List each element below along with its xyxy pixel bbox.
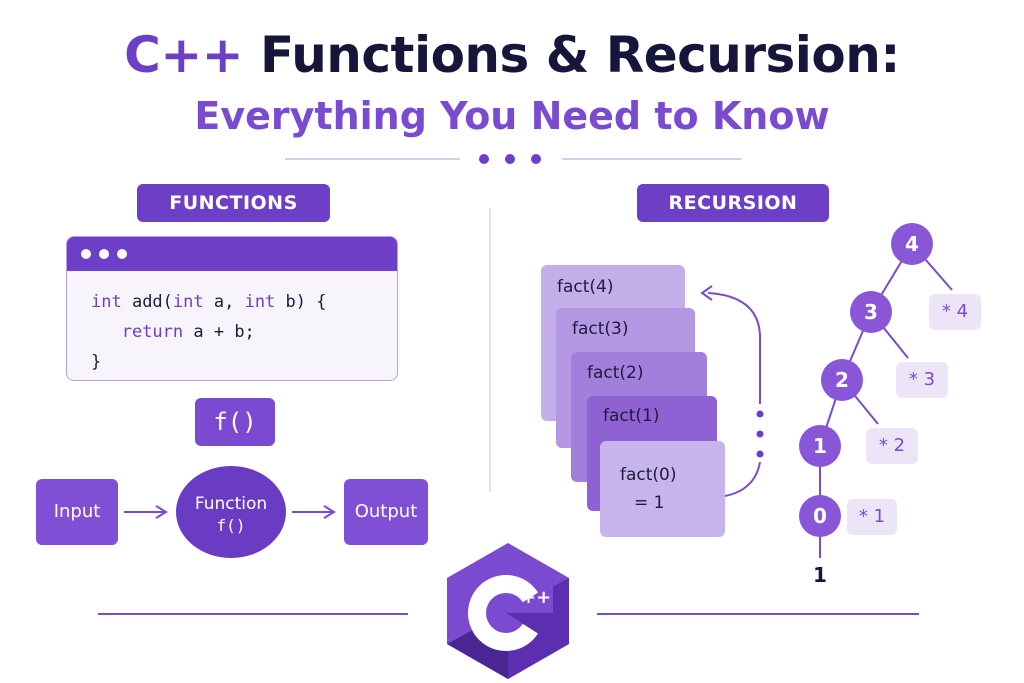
tree-node-1: 1 xyxy=(799,425,841,467)
flow-input-box: Input xyxy=(36,479,118,545)
flow-output-box: Output xyxy=(344,479,428,545)
tree-node-4: 4 xyxy=(891,223,933,265)
tree-result: 1 xyxy=(813,563,827,587)
page-title: C++ Functions & Recursion: xyxy=(0,26,1024,84)
title-accent: C++ xyxy=(124,26,244,84)
flow-function-node: Function f() xyxy=(176,466,286,558)
page-subtitle: Everything You Need to Know xyxy=(194,94,830,138)
tree-node-3: 3 xyxy=(850,291,892,333)
window-dot-icon xyxy=(117,249,127,259)
recursion-label: RECURSION xyxy=(637,184,829,222)
function-symbol-box: f() xyxy=(195,398,275,446)
multiplier-1: * 1 xyxy=(847,499,897,535)
code-line-1: int add(int a, int b) { xyxy=(91,292,327,312)
tree-node-2: 2 xyxy=(821,359,863,401)
code-line-2: return a + b; xyxy=(121,322,255,342)
window-dot-icon xyxy=(81,249,91,259)
code-window-titlebar xyxy=(67,237,397,271)
window-dot-icon xyxy=(99,249,109,259)
tree-node-0: 0 xyxy=(799,495,841,537)
code-line-3: } xyxy=(91,352,102,372)
code-window: int add(int a, int b) { return a + b;} xyxy=(66,236,398,381)
functions-label: FUNCTIONS xyxy=(137,184,330,222)
cpp-logo: ++ C xyxy=(443,541,573,679)
title-rest: Functions & Recursion: xyxy=(260,26,900,84)
multiplier-2: * 2 xyxy=(866,428,918,464)
cpp-logo-plus: ++ xyxy=(521,587,552,608)
flow-function-sub: f() xyxy=(216,516,246,535)
flow-function-label: Function xyxy=(194,494,268,514)
cpp-hexagon-icon xyxy=(447,543,569,679)
multiplier-4: * 4 xyxy=(929,294,981,330)
code-block: int add(int a, int b) { return a + b;} xyxy=(91,287,326,377)
multiplier-3: * 3 xyxy=(896,362,948,398)
stack-frame-0: fact(0) = 1 xyxy=(600,441,725,537)
